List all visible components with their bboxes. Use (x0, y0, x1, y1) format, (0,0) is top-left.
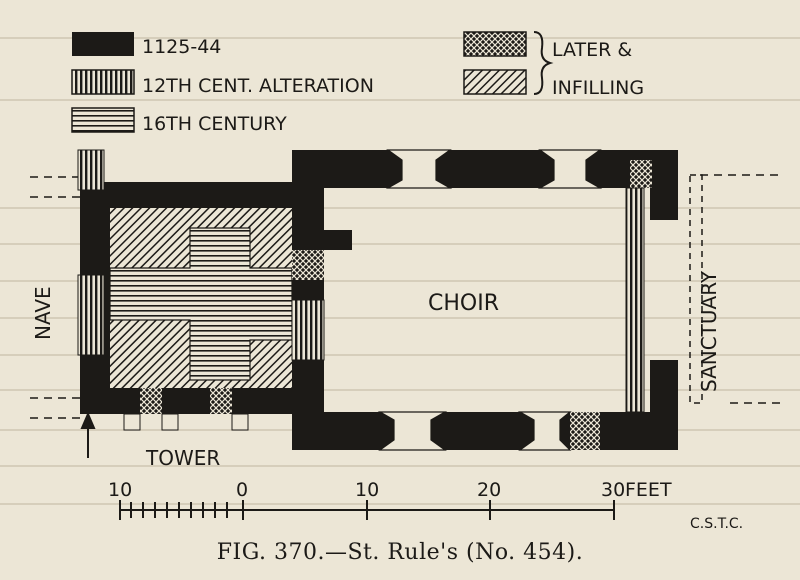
legend-label-period-2: 12TH CENT. ALTERATION (142, 75, 374, 97)
label-sanctuary: SANCTUARY (697, 270, 721, 392)
scale-tick-0: 0 (236, 479, 248, 501)
tower-doorway-alteration (291, 299, 325, 361)
sanctuary-east-wall (689, 174, 703, 404)
legend-swatch-infilling (463, 69, 527, 95)
legend-swatch-later (463, 31, 527, 57)
legend-label-infilling: INFILLING (552, 77, 644, 99)
credit-initials: C.S.T.C. (690, 516, 743, 532)
legend-label-later: LATER & (552, 39, 632, 61)
figure-caption: FIG. 370.—St. Rule's (No. 454). (216, 540, 584, 565)
scale-tick-20: 20 (477, 479, 501, 501)
legend-swatch-period-1 (72, 32, 134, 56)
legend-swatch-period-2 (71, 69, 135, 95)
later-work (140, 160, 652, 450)
scale-bar: 10 0 10 20 30 FEET C.S.T.C. (108, 479, 743, 532)
west-alteration-low (77, 274, 105, 356)
legend-swatch-period-3 (71, 107, 135, 133)
legend-label-period-1: 1125-44 (142, 36, 221, 58)
legend-brace (533, 31, 554, 95)
label-choir: CHOIR (428, 291, 499, 316)
label-tower: TOWER (145, 446, 220, 470)
church-plan (30, 149, 780, 458)
plan-figure: 1125-44 12TH CENT. ALTERATION 16TH CENTU… (0, 31, 800, 532)
tower-west-buttress (123, 413, 249, 431)
sanctuary-alteration-wall (625, 187, 645, 413)
scale-unit: FEET (625, 479, 672, 501)
scale-tick-30: 30 (601, 479, 625, 501)
legend: 1125-44 12TH CENT. ALTERATION 16TH CENTU… (71, 31, 644, 135)
legend-label-period-3: 16TH CENTURY (142, 113, 287, 135)
choir-openings (377, 149, 603, 451)
scale-tick-10: 10 (355, 479, 379, 501)
label-nave: NAVE (31, 286, 55, 340)
scale-tick-10-left: 10 (108, 479, 132, 501)
north-arrow (80, 411, 96, 458)
west-alteration (77, 149, 105, 191)
